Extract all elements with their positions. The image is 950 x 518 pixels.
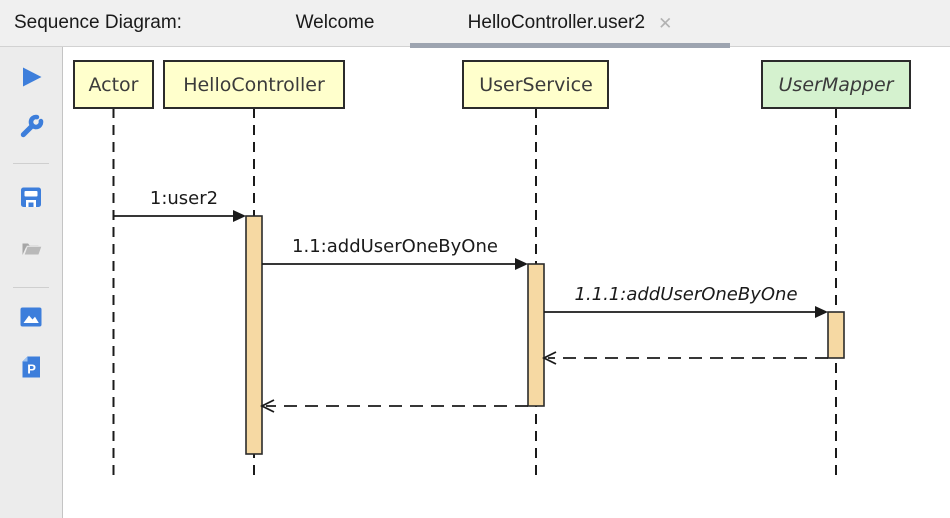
message-1-1-adduseronebyone[interactable]: 1.1:addUserOneByOne	[262, 236, 528, 270]
message-1-label: 1:user2	[150, 188, 218, 209]
participant-label-userservice: UserService	[479, 74, 593, 96]
folder-icon	[22, 243, 43, 256]
message-3-label: 1.1.1:addUserOneByOne	[574, 284, 797, 305]
participant-box-usermapper[interactable]: UserMapper	[761, 60, 911, 109]
image-icon	[20, 307, 42, 327]
save-button[interactable]	[17, 183, 45, 211]
plantuml-letter: P	[27, 362, 36, 377]
tab-welcome-label: Welcome	[295, 11, 375, 33]
message-1-user2[interactable]: 1:user2	[113, 188, 247, 222]
tab-bar: Sequence Diagram: Welcome HelloControlle…	[0, 0, 950, 48]
arrowhead-icon	[515, 258, 528, 270]
wrench-icon	[20, 114, 44, 138]
sequence-diagram: Actor HelloController UserService UserMa…	[73, 60, 911, 478]
activation-bar-hellocontroller	[245, 215, 263, 455]
participant-label-hellocontroller: HelloController	[183, 74, 325, 96]
plantuml-file-icon: P	[22, 356, 40, 378]
settings-button[interactable]	[17, 113, 45, 141]
activation-bar-userservice	[527, 263, 545, 407]
toolbar-separator	[13, 287, 49, 288]
open-arrowhead-icon	[259, 399, 275, 413]
diagram-toolbar: P	[0, 46, 63, 518]
participant-label-actor: Actor	[89, 74, 139, 96]
save-icon	[21, 187, 41, 207]
arrowhead-icon	[233, 210, 246, 222]
close-icon[interactable]: ✕	[658, 14, 673, 33]
tab-welcome[interactable]: Welcome	[262, 0, 408, 45]
export-image-button[interactable]	[17, 303, 45, 331]
participant-box-userservice[interactable]: UserService	[462, 60, 609, 109]
export-plantuml-button[interactable]: P	[17, 353, 45, 381]
return-message-usermapper-userservice	[541, 351, 828, 365]
open-button[interactable]	[17, 234, 45, 262]
activation-bar-usermapper	[827, 311, 845, 359]
message-2-label: 1.1:addUserOneByOne	[292, 236, 498, 257]
tab-hellocontroller-user2[interactable]: HelloController.user2 ✕	[410, 0, 730, 48]
participant-box-hellocontroller[interactable]: HelloController	[163, 60, 345, 109]
diagram-canvas: Actor HelloController UserService UserMa…	[62, 46, 950, 518]
open-arrowhead-icon	[541, 351, 557, 365]
panel-title: Sequence Diagram:	[14, 12, 182, 33]
arrowhead-icon	[815, 306, 828, 318]
message-1-1-1-adduseronebyone[interactable]: 1.1.1:addUserOneByOne	[544, 284, 828, 318]
play-icon	[23, 67, 42, 87]
toolbar-separator	[13, 163, 49, 164]
participant-label-usermapper: UserMapper	[779, 74, 895, 96]
tab-hellocontroller-user2-label: HelloController.user2	[467, 11, 646, 33]
run-button[interactable]	[17, 63, 45, 91]
return-message-userservice-hellocontroller	[259, 399, 528, 413]
participant-box-actor[interactable]: Actor	[73, 60, 154, 109]
